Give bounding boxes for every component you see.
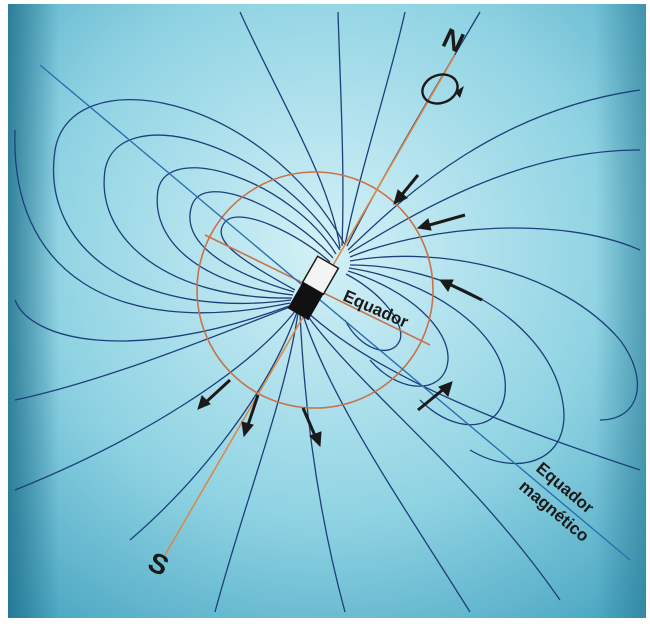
field-line <box>220 216 331 291</box>
field-line <box>239 11 341 249</box>
magnetic-equator-line <box>39 64 631 561</box>
field-line <box>129 311 298 541</box>
field-line <box>189 191 334 293</box>
field-line <box>349 264 565 465</box>
field-line <box>347 270 449 387</box>
field-line <box>52 99 346 305</box>
field-line <box>103 134 341 299</box>
field-line <box>14 309 297 491</box>
field-line <box>14 129 291 314</box>
field-direction-arrow-icon <box>439 279 483 302</box>
field-line <box>349 255 639 421</box>
field-direction-arrow-icon <box>197 378 232 410</box>
field-line <box>14 304 296 401</box>
field-line <box>344 11 406 246</box>
field-line <box>347 89 641 251</box>
field-line <box>344 273 402 351</box>
bar-magnet-icon <box>287 255 340 321</box>
field-line <box>14 299 290 342</box>
field-line <box>156 167 337 296</box>
field-direction-arrow-icon <box>393 174 420 205</box>
field-line <box>299 312 346 613</box>
earth-circle <box>196 171 434 409</box>
background-edge-shade <box>8 4 646 618</box>
field-arrows <box>197 174 483 448</box>
field-line <box>349 227 641 258</box>
field-line <box>304 309 641 471</box>
field-line <box>303 310 561 601</box>
field-direction-arrow-icon <box>416 213 466 231</box>
field-line <box>301 311 471 613</box>
field-direction-arrow-icon <box>241 394 260 438</box>
field-line <box>348 149 641 254</box>
field-direction-arrow-icon <box>417 381 453 412</box>
field-line <box>348 267 506 426</box>
field-line <box>214 312 299 613</box>
field-direction-arrow-icon <box>301 407 322 448</box>
field-line <box>337 11 344 247</box>
rotation-arrow-icon <box>421 73 464 105</box>
